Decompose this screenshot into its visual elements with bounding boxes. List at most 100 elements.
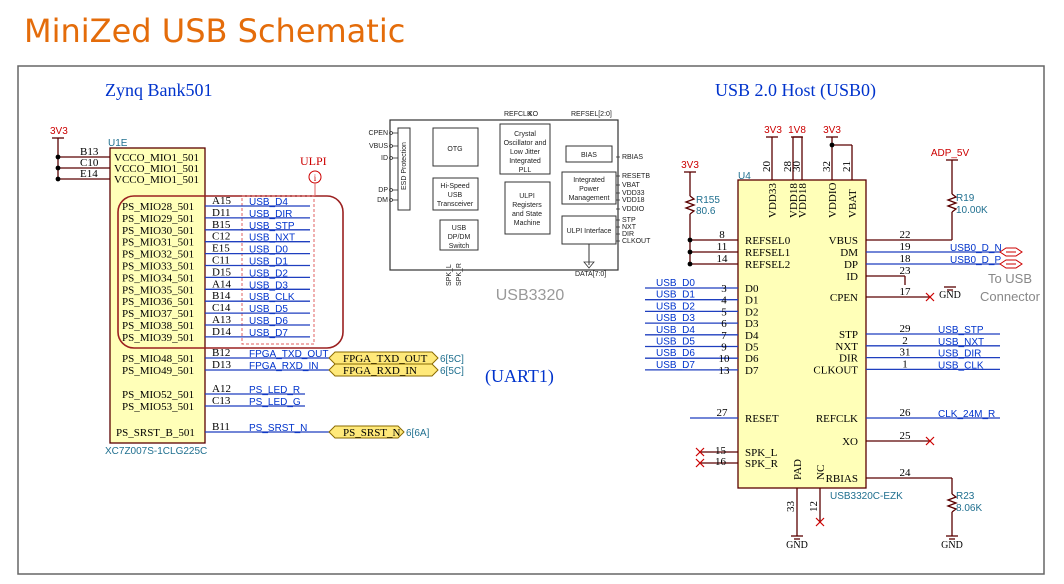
block-bottom-pin: SPK_L <box>446 264 453 286</box>
uart-offpage-flag <box>328 363 439 377</box>
zynq-symbol-box <box>109 147 206 444</box>
zynq-mio-pin-name: PS_MIO37_501 <box>122 308 194 320</box>
block-top-pin: REFSEL[2:0] <box>571 111 612 118</box>
usb-right-pin-number: 18 <box>900 253 912 265</box>
usb-refclk-pin-name: REFCLK <box>816 413 858 425</box>
usb-spk-pin-number: 15 <box>715 445 727 457</box>
usb-top-pin-name: VDD33 <box>767 183 779 218</box>
usb-data-pin-number: 5 <box>721 306 727 318</box>
block-ulpi-interface-text: ULPI Interface <box>567 228 612 235</box>
usb-ulpi-pin-name: NXT <box>835 341 858 353</box>
usb-rbias-pin-number: 24 <box>900 467 912 479</box>
usb-data-net: USB_D3 <box>656 313 695 324</box>
zynq-mio-pin-number: B14 <box>212 290 231 302</box>
usb-power-label: 1V8 <box>788 125 806 136</box>
usb-id-gnd-label: GND <box>939 290 961 301</box>
usb-refsel-pin-name: REFSEL2 <box>745 259 790 271</box>
block-otg-text: OTG <box>447 146 462 153</box>
slide-title: MiniZed USB Schematic <box>24 12 406 50</box>
block-top-pin: XO <box>528 111 539 118</box>
zynq-mio-net: USB_CLK <box>249 292 295 303</box>
usb-rbias-pin-name: RBIAS <box>826 473 858 485</box>
usb-ulpi-net: USB_CLK <box>938 360 984 371</box>
zynq-mio-pin-name: PS_MIO33_501 <box>122 261 194 273</box>
zynq-mio-pin-number: A15 <box>212 195 231 207</box>
usb-bottom-pin-name: PAD <box>792 459 804 480</box>
usb-heading: USB 2.0 Host (USB0) <box>715 80 876 101</box>
block-right-pin: RESETB <box>622 173 650 180</box>
zynq-mio-pin-name: PS_MIO28_501 <box>122 201 194 213</box>
block-transceiver <box>432 177 479 211</box>
usb-refsel-dot <box>687 237 693 243</box>
usb-right-pin-number: 23 <box>900 265 912 277</box>
block-left-pin: ID <box>381 155 388 162</box>
block-transceiver-text: Transceiver <box>437 201 474 208</box>
block-left-pin: CPEN <box>369 130 388 137</box>
block-switch-text: Switch <box>449 243 470 250</box>
block-ulpi-registers-text: Machine <box>514 220 541 227</box>
zynq-mio-pin-name: PS_MIO29_501 <box>122 213 194 225</box>
usb-ulpi-pin-number: 29 <box>900 323 912 335</box>
zynq-uart-pin-name: PS_MIO48_501 <box>122 353 194 365</box>
usb-data-pin-name: D3 <box>745 318 759 330</box>
block-right-pin: STP <box>622 217 636 224</box>
block-switch <box>439 219 479 251</box>
block-left-pin: DM <box>377 197 388 204</box>
usb-top-pin-number: 28 <box>782 161 794 173</box>
usb-data-pin-number: 7 <box>721 330 727 342</box>
usb-top-pin-number: 32 <box>821 161 833 172</box>
usb-refsel-power-label: 3V3 <box>681 160 699 171</box>
usb-data-pin-number: 10 <box>719 353 731 365</box>
block-right-pin: NXT <box>622 224 637 231</box>
usb-data-net: USB_D0 <box>656 278 695 289</box>
usb-spk-pin-name: SPK_R <box>745 458 779 470</box>
zynq-mio-net: USB_D1 <box>249 257 288 268</box>
usb-data-net: USB_D4 <box>656 325 695 336</box>
block-transceiver-text: Hi-Speed <box>440 183 469 190</box>
ulpi-label: ULPI <box>300 154 327 168</box>
usb-top-pin-name: VDDIO <box>827 183 839 218</box>
usb-nc-mark <box>815 517 825 527</box>
usb-ulpi-pin-name: STP <box>839 329 858 341</box>
zynq-led-pin-name: PS_MIO53_501 <box>122 401 194 413</box>
zynq-part: XC7Z007S-1CLG225C <box>105 446 207 457</box>
r155-value: 80.6 <box>696 206 716 217</box>
zynq-power-label: 3V3 <box>50 126 68 137</box>
zynq-mio-net: USB_STP <box>249 221 295 232</box>
zynq-led-net: PS_LED_G <box>249 397 301 408</box>
zynq-mio-pin-number: C12 <box>212 231 230 243</box>
usb-data-pin-name: D4 <box>745 330 759 342</box>
usb-right-pin-name: DM <box>840 247 858 259</box>
block-pll-text: Oscillator and <box>504 140 547 147</box>
zynq-led-pin-number: C13 <box>212 395 231 407</box>
schematic-border <box>17 65 1045 575</box>
zynq-led-net: PS_LED_R <box>249 385 300 396</box>
usb-pad-gnd-label: GND <box>786 540 808 551</box>
block-bias <box>565 145 613 163</box>
r155-ref: R155 <box>696 195 720 206</box>
usb-top-pin-number: 30 <box>791 161 803 173</box>
usb-refsel-pin-number: 11 <box>717 241 728 253</box>
usb-refsel-dot <box>687 249 693 255</box>
zynq-power-pin-number: C10 <box>80 157 99 169</box>
zynq-power-dot <box>55 176 61 182</box>
zynq-uart-pin-number: D13 <box>212 359 231 371</box>
uart-flag-ref: 6[5C] <box>440 354 464 365</box>
block-diagram-label: USB3320 <box>496 287 565 304</box>
srst-flag-text: PS_SRST_N <box>343 427 401 439</box>
zynq-uart-net: FPGA_RXD_IN <box>249 361 318 372</box>
zynq-mio-net: USB_D5 <box>249 304 288 315</box>
block-power-management-text: Power <box>579 186 600 193</box>
uart-flag-ref: 6[5C] <box>440 366 464 377</box>
usb-data-net: USB_D2 <box>656 301 695 312</box>
usb-data-net: USB_D1 <box>656 290 695 301</box>
block-bottom-pin: DATA[7:0] <box>575 271 606 278</box>
usb-data-pin-number: 6 <box>721 318 727 330</box>
r19-body <box>946 193 958 213</box>
usb-reset-pin-number: 27 <box>717 407 729 419</box>
zynq-ref: U1E <box>108 138 128 149</box>
zynq-mio-pin-number: C14 <box>212 302 231 314</box>
usb-ulpi-net: USB_DIR <box>938 349 981 360</box>
ulpi-group-outline <box>117 195 344 349</box>
